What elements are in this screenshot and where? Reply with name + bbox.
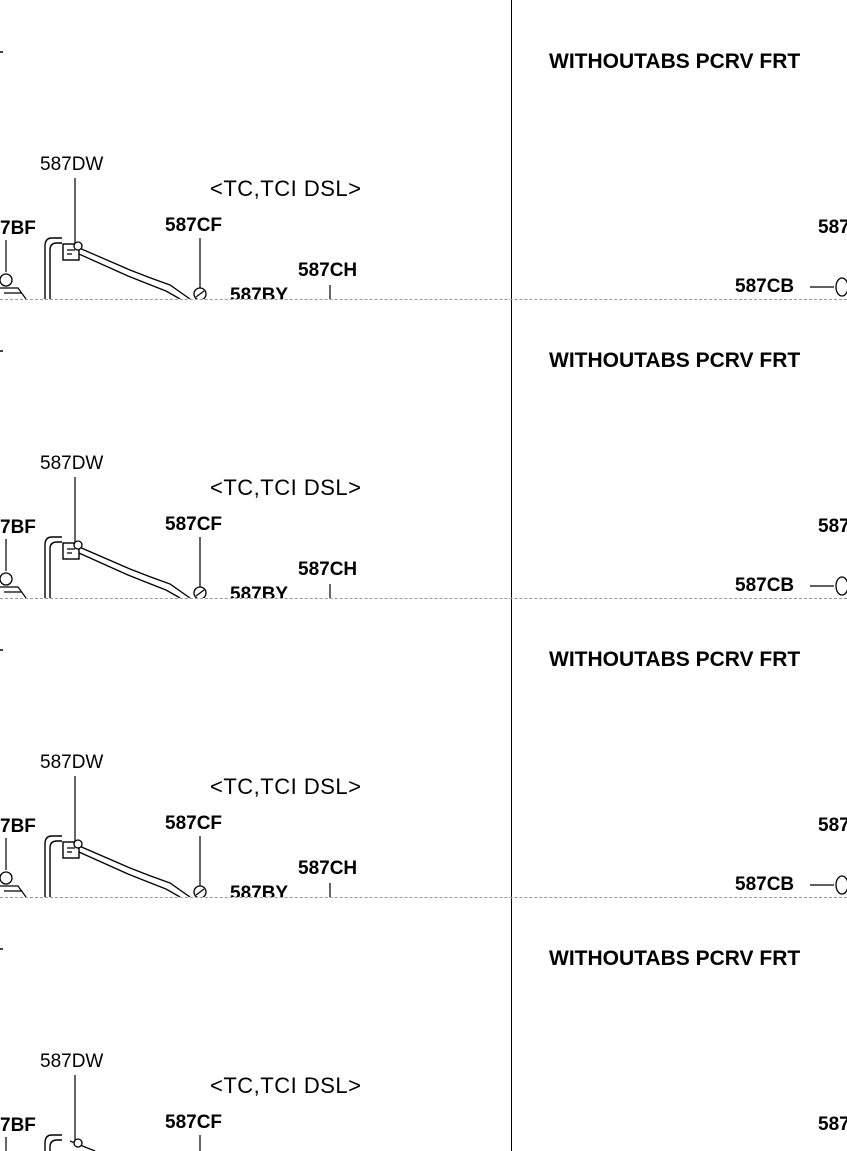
wiring-illustration xyxy=(0,948,201,1151)
variant-label: <TC,TCI DSL> xyxy=(210,176,362,201)
callout-587cf: 587CF xyxy=(165,813,223,834)
callout-587cb: 587CB xyxy=(735,276,795,297)
diagram-strip-1: 587DW <TC,TCI DSL> 7BF 587CF 587CH 587BY… xyxy=(0,0,847,299)
callout-587cf: 587CF xyxy=(165,215,223,236)
section-title: WITHOUTABS PCRV FRT xyxy=(549,50,801,73)
callout-7bf: 7BF xyxy=(0,218,36,239)
callout-587cb: 587CB xyxy=(735,874,795,895)
callout-587by: 587BY xyxy=(230,285,289,299)
callout-587-partial: 587 xyxy=(818,815,847,836)
diagram-strip-2: 587DW <TC,TCI DSL> 7BF 587CF 587CH 587BY… xyxy=(0,299,847,598)
variant-label: <TC,TCI DSL> xyxy=(210,475,362,500)
callout-587by: 587BY xyxy=(230,883,289,897)
callout-587-partial: 587 xyxy=(818,516,847,537)
strip-separator xyxy=(0,598,847,599)
strip-separator xyxy=(0,897,847,898)
panel-divider xyxy=(511,0,512,1151)
callout-587dw: 587DW xyxy=(40,1051,104,1072)
callout-7bf: 7BF xyxy=(0,517,36,538)
diagram-strip-3: 587DW <TC,TCI DSL> 7BF 587CF 587CH 587BY… xyxy=(0,598,847,897)
callout-7bf: 7BF xyxy=(0,816,36,837)
strip-separator xyxy=(0,299,847,300)
variant-label: <TC,TCI DSL> xyxy=(210,1073,362,1098)
callout-587dw: 587DW xyxy=(40,453,104,474)
callout-587dw: 587DW xyxy=(40,154,104,175)
section-title: WITHOUTABS PCRV FRT xyxy=(549,648,801,671)
variant-label: <TC,TCI DSL> xyxy=(210,774,362,799)
callout-587by: 587BY xyxy=(230,584,289,598)
wiring-illustration xyxy=(0,649,847,897)
callout-7bf: 7BF xyxy=(0,1115,36,1136)
diagram-strip-4: 587DW <TC,TCI DSL> 7BF 587CF WITHOUTABS … xyxy=(0,897,847,1151)
callout-587-partial: 587 xyxy=(818,1114,847,1135)
section-title: WITHOUTABS PCRV FRT xyxy=(549,947,801,970)
wiring-illustration xyxy=(0,51,847,299)
section-title: WITHOUTABS PCRV FRT xyxy=(549,349,801,372)
callout-587-partial: 587 xyxy=(818,217,847,238)
callout-587dw: 587DW xyxy=(40,752,104,773)
wiring-illustration xyxy=(0,350,847,598)
callout-587cb: 587CB xyxy=(735,575,795,596)
callout-587ch: 587CH xyxy=(298,260,358,281)
callout-587ch: 587CH xyxy=(298,559,358,580)
callout-587cf: 587CF xyxy=(165,1112,223,1133)
callout-587cf: 587CF xyxy=(165,514,223,535)
callout-587ch: 587CH xyxy=(298,858,358,879)
